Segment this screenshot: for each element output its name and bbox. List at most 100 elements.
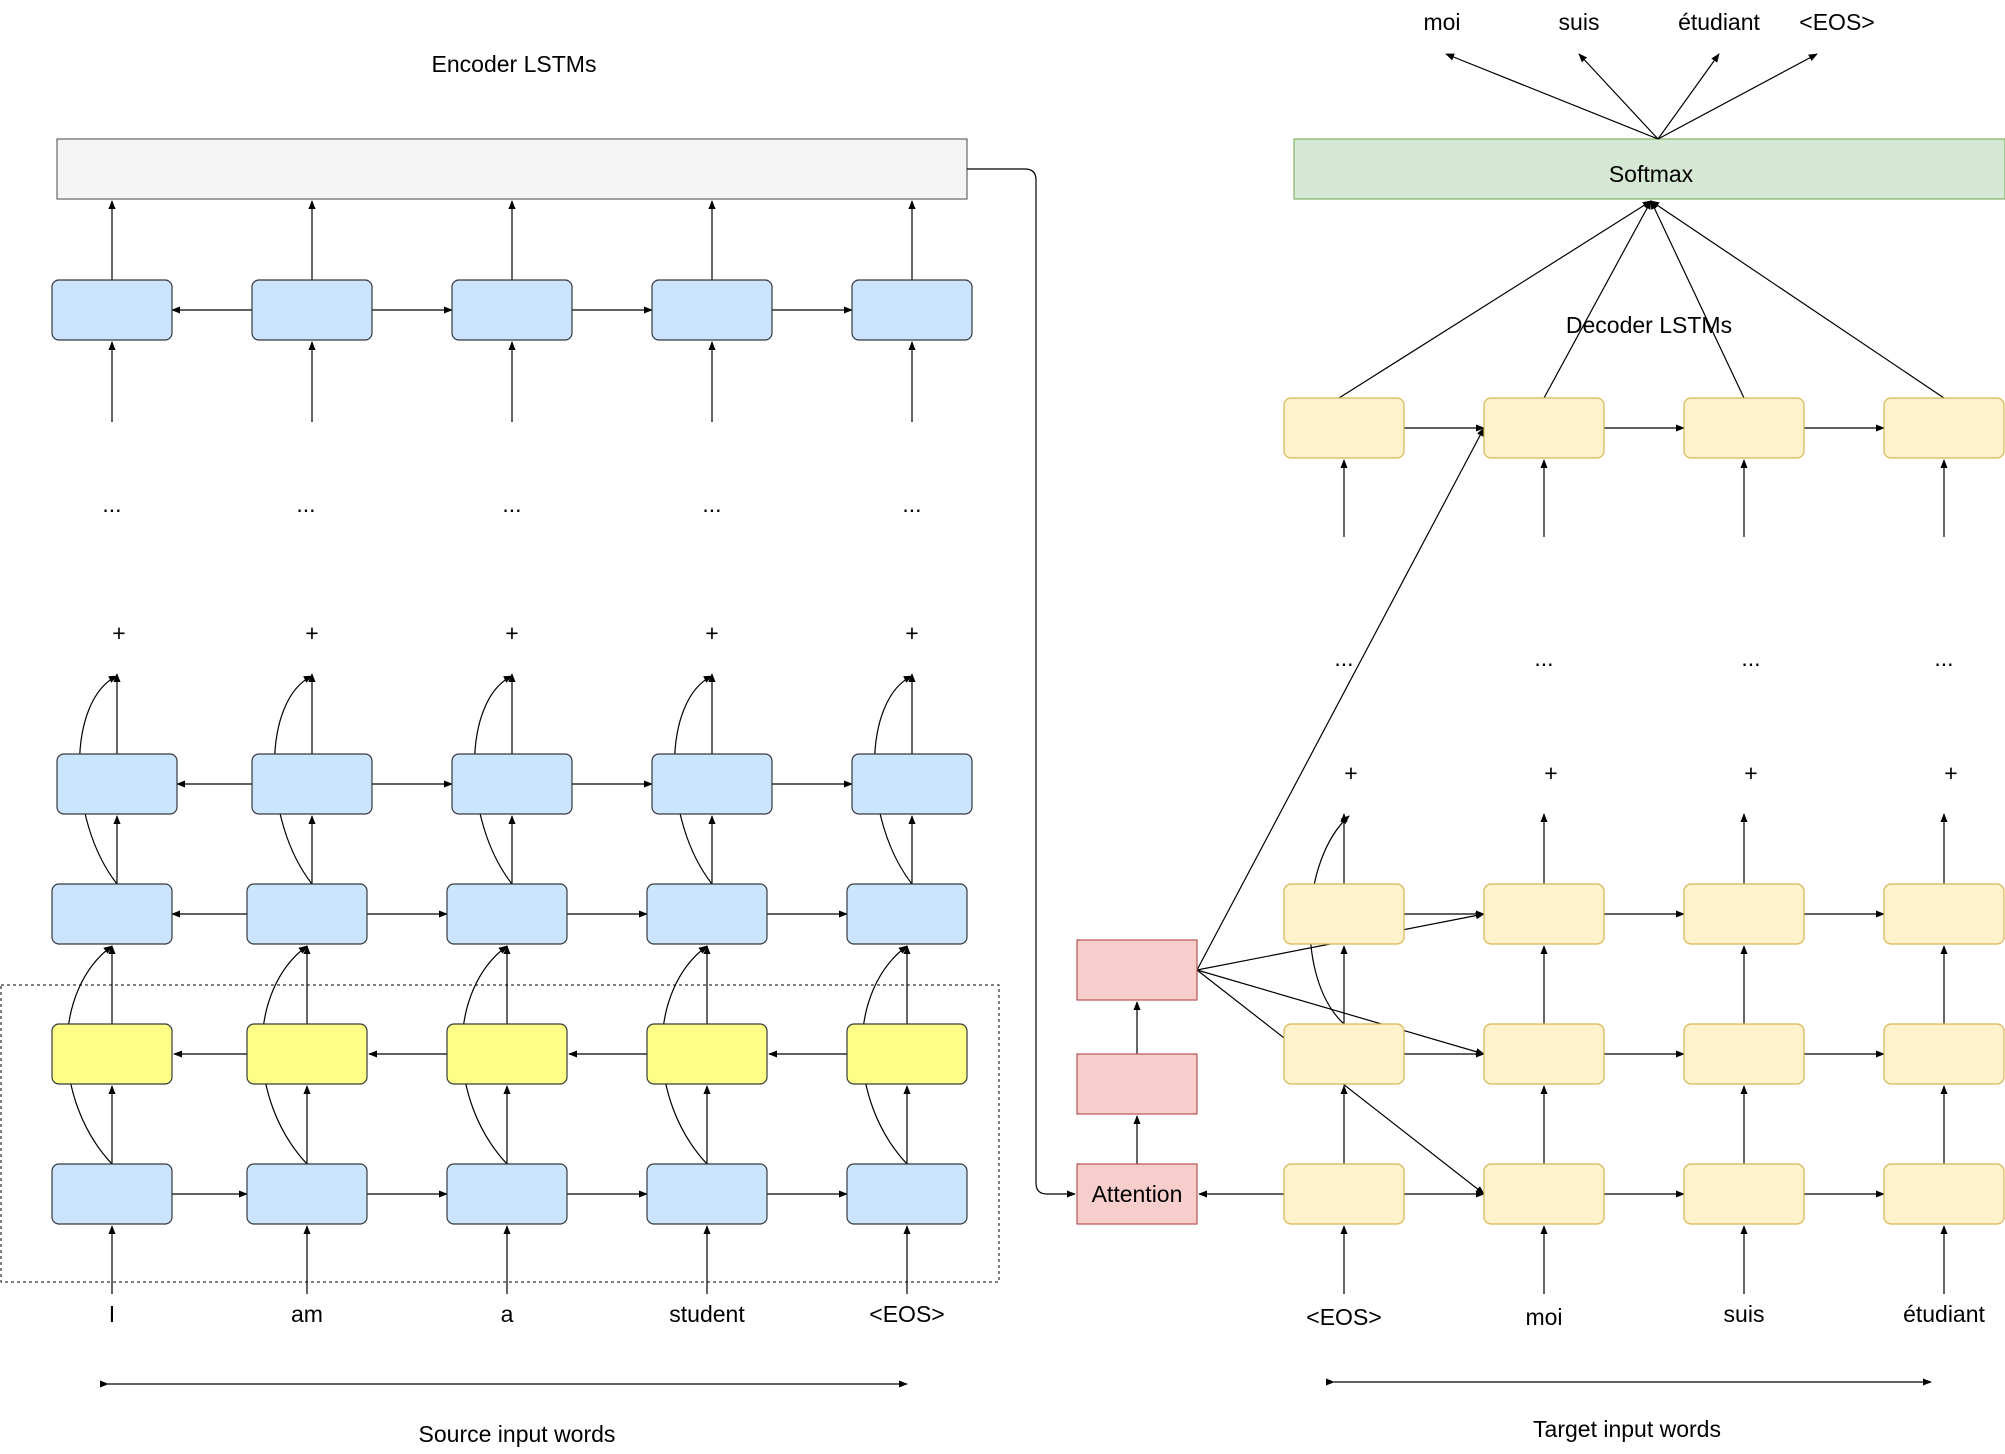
softmax-input-arrow: [1650, 200, 1745, 399]
encoder-lstm-cell: [56, 753, 178, 815]
output-word: étudiant: [1678, 9, 1760, 35]
encoder-forward-lstm-cell: [446, 1163, 568, 1225]
encoder-lstm-cell: [851, 279, 973, 341]
target-word: suis: [1724, 1301, 1765, 1327]
ellipsis: ...: [1934, 645, 1953, 671]
softmax-box: [1293, 138, 2005, 200]
decoder-lstm-cell: [1683, 883, 1805, 945]
decoder-lstm-cell: [1483, 883, 1605, 945]
residual-add-symbol: +: [1344, 760, 1357, 786]
decoder-lstm-cell: [1683, 1023, 1805, 1085]
symbols: ............... + + + + + Attention...........…: [102, 491, 1957, 1207]
encoder-reverse-lstm-cell: [51, 1023, 173, 1085]
target-word: <EOS>: [1306, 1304, 1381, 1330]
softmax-input-arrow: [1338, 200, 1652, 399]
attention-layer: [1076, 939, 1198, 1001]
decoder-lstm-cell: [1283, 883, 1405, 945]
encoder-lstm-cell: [251, 279, 373, 341]
encoder-forward-lstm-cell: [646, 1163, 768, 1225]
attention-context-arrow: [1196, 427, 1485, 971]
edges: [0, 53, 1948, 1388]
decoder-lstm-cell: [1483, 1023, 1605, 1085]
attention-box: [1076, 1163, 1198, 1225]
encoder-to-attention-arrow: [967, 168, 1076, 1198]
output-word: suis: [1559, 9, 1600, 35]
cells: [51, 279, 2005, 1225]
ellipsis: ...: [296, 491, 315, 517]
ellipsis: ...: [902, 491, 921, 517]
encoder-forward-lstm-cell: [846, 1163, 968, 1225]
softmax-output-arrow: [1657, 53, 1818, 140]
source-word: a: [501, 1301, 514, 1327]
decoder-lstm-cell: [1483, 1163, 1605, 1225]
target-word: étudiant: [1903, 1301, 1985, 1327]
source-word: am: [291, 1301, 323, 1327]
encoder-lstm-cell: [446, 883, 568, 945]
decoder-lstm-cell: [1283, 1163, 1405, 1225]
decoder-lstm-cell: [1283, 397, 1405, 459]
residual-add-symbol: +: [905, 620, 918, 646]
encoder-title: Encoder LSTMs: [432, 51, 597, 77]
source-caption: Source input words: [419, 1421, 616, 1447]
output-word: moi: [1423, 9, 1460, 35]
residual-add-symbol: +: [505, 620, 518, 646]
residual-add-symbol: +: [112, 620, 125, 646]
ellipsis: ...: [1741, 645, 1760, 671]
decoder-title: Decoder LSTMs: [1566, 312, 1732, 338]
decoder-lstm-cell: [1483, 397, 1605, 459]
encoder-lstm-cell: [646, 883, 768, 945]
encoder-reverse-lstm-cell: [446, 1023, 568, 1085]
source-word: I: [109, 1301, 115, 1327]
target-word: moi: [1525, 1304, 1562, 1330]
softmax-label: Softmax: [1609, 161, 1694, 187]
decoder-lstm-cell: [1883, 883, 2005, 945]
ellipsis: ...: [502, 491, 521, 517]
residual-add-symbol: +: [1544, 760, 1557, 786]
encoder-output-bar: [56, 138, 968, 200]
encoder-lstm-cell: [451, 279, 573, 341]
residual-add-symbol: +: [1944, 760, 1957, 786]
decoder-lstm-cell: [1683, 1163, 1805, 1225]
ellipsis: ...: [1334, 645, 1353, 671]
source-word: student: [669, 1301, 745, 1327]
encoder-forward-lstm-cell: [51, 1163, 173, 1225]
encoder-lstm-cell: [651, 279, 773, 341]
attention-context-arrow: [1196, 969, 1485, 1056]
encoder-forward-lstm-cell: [246, 1163, 368, 1225]
residual-add-symbol: +: [305, 620, 318, 646]
residual-add-symbol: +: [1744, 760, 1757, 786]
encoder-lstm-cell: [51, 279, 173, 341]
encoder-lstm-cell: [451, 753, 573, 815]
encoder-reverse-lstm-cell: [846, 1023, 968, 1085]
ellipsis: ...: [1534, 645, 1553, 671]
encoder-reverse-lstm-cell: [646, 1023, 768, 1085]
softmax-input-arrow: [1543, 200, 1652, 399]
bidirectional-layer-group: [0, 984, 1000, 1283]
ellipsis: ...: [702, 491, 721, 517]
encoder-lstm-cell: [651, 753, 773, 815]
encoder-lstm-cell: [851, 753, 973, 815]
decoder-lstm-cell: [1883, 1023, 2005, 1085]
output-word: <EOS>: [1799, 9, 1874, 35]
attention-layer: [1076, 1053, 1198, 1115]
encoder-reverse-lstm-cell: [246, 1023, 368, 1085]
encoder-lstm-cell: [846, 883, 968, 945]
decoder-lstm-cell: [1883, 397, 2005, 459]
attention-label: Attention: [1092, 1181, 1183, 1207]
softmax-output-arrow: [1445, 53, 1659, 140]
softmax-output-arrow: [1578, 53, 1659, 140]
decoder-lstm-cell: [1283, 1023, 1405, 1085]
encoder-lstm-cell: [251, 753, 373, 815]
decoder-lstm-cell: [1883, 1163, 2005, 1225]
residual-add-symbol: +: [705, 620, 718, 646]
encoder-lstm-cell: [51, 883, 173, 945]
decoder-lstm-cell: [1683, 397, 1805, 459]
ellipsis: ...: [102, 491, 121, 517]
encoder-lstm-cell: [246, 883, 368, 945]
softmax-input-arrow: [1650, 200, 1945, 399]
softmax-output-arrow: [1657, 53, 1720, 140]
source-word: <EOS>: [869, 1301, 944, 1327]
target-caption: Target input words: [1533, 1416, 1721, 1442]
